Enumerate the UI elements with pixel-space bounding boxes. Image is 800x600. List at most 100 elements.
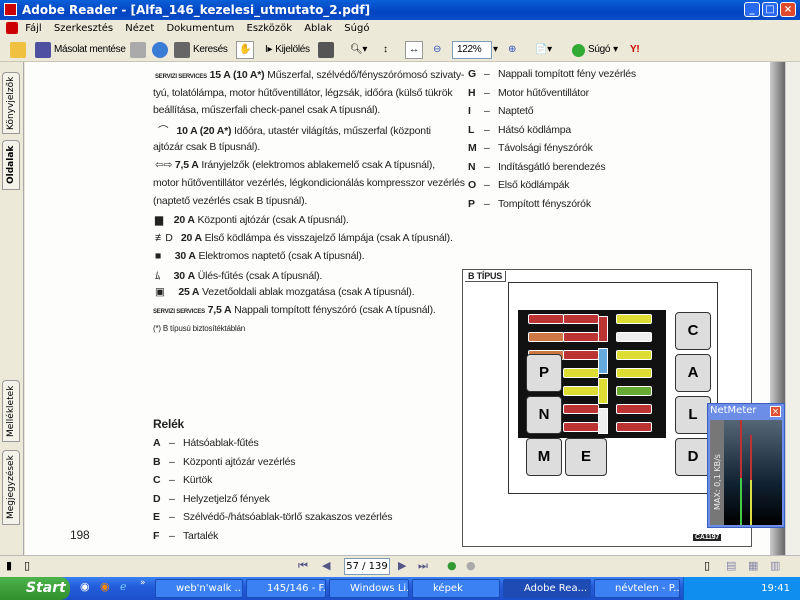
netmeter-close-icon[interactable]: ×	[770, 406, 781, 417]
quicklaunch-desktop-icon[interactable]: ◉	[80, 580, 90, 593]
help-label: Súgó	[588, 44, 611, 55]
netmeter-scale: MAX: 0,1 KB/s	[713, 454, 722, 510]
print-icon[interactable]	[130, 42, 146, 58]
relay-item: P–Tompított fényszórók	[468, 197, 591, 210]
zoom-dropdown-icon[interactable]: ▾	[493, 44, 498, 55]
fog-lamp-icon: ≢D	[155, 232, 173, 244]
close-button[interactable]: ×	[780, 2, 796, 17]
task-adobe-reader[interactable]: Adobe Rea...	[503, 579, 591, 598]
status-icon[interactable]: ▮	[6, 559, 13, 572]
page-layout-icon[interactable]: 📄▾	[535, 44, 552, 55]
search-button[interactable]: Keresés	[174, 41, 228, 59]
select-tool-button[interactable]: I▸Kijelölés	[265, 41, 310, 59]
open-folder-icon[interactable]	[10, 42, 26, 58]
vertical-scrollbar[interactable]	[785, 62, 800, 555]
zoom-out-icon[interactable]: ⊖	[433, 44, 442, 55]
task-webnwalk[interactable]: web'n'walk ...	[155, 579, 243, 598]
go-forward-icon[interactable]: ●	[466, 559, 476, 572]
yahoo-button[interactable]: Y!	[630, 41, 640, 59]
fit-width-button[interactable]: ↔	[405, 41, 423, 59]
continuous-facing-icon[interactable]: ▥	[770, 559, 781, 572]
minimize-button[interactable]: _	[744, 2, 760, 17]
relay-letter: L	[468, 123, 475, 136]
start-button[interactable]: Start	[0, 577, 70, 600]
menu-window[interactable]: Ablak	[304, 23, 333, 34]
first-page-icon[interactable]: ⏮	[298, 559, 308, 572]
page-number-input[interactable]: 57 / 139	[344, 558, 390, 575]
relay-desc: Tompított fényszórók	[498, 197, 591, 210]
help-button[interactable]: Súgó▾	[572, 41, 618, 59]
ie-icon[interactable]: ℯ	[120, 580, 127, 593]
fuse	[563, 422, 599, 432]
fuse-desc: Ülés-fűtés (csak A típusnál).	[197, 270, 323, 282]
email-icon[interactable]	[152, 42, 168, 58]
hand-tool-button[interactable]: ✋	[236, 41, 255, 59]
relay-desc: Kürtök	[183, 474, 213, 486]
tab-attachments[interactable]: Mellékletek	[2, 380, 20, 442]
save-copy-button[interactable]: Másolat mentése	[35, 41, 126, 59]
system-tray: 19:41	[683, 577, 800, 600]
task-paint[interactable]: névtelen - P...	[594, 579, 680, 598]
menu-help[interactable]: Súgó	[344, 23, 370, 34]
save-copy-label: Másolat mentése	[54, 44, 126, 55]
next-page-icon[interactable]: ▶	[398, 559, 407, 572]
tab-bookmarks[interactable]: Könyvjelzők	[2, 72, 20, 134]
last-page-icon[interactable]: ⏭	[418, 559, 428, 572]
fuse-amp: 25 A	[178, 286, 200, 298]
task-firefox[interactable]: 145/146 - F...	[246, 579, 326, 598]
netmeter-bar-in-current	[740, 478, 742, 525]
menu-file[interactable]: Fájl	[25, 23, 42, 34]
fuse	[616, 386, 652, 396]
snapshot-icon[interactable]	[318, 42, 334, 58]
menu-tools[interactable]: Eszközök	[246, 23, 293, 34]
diagram-code: CA1197	[693, 534, 722, 541]
relay-item: O–Első ködlámpák	[468, 179, 570, 191]
relay-desc: Központi ajtózár vezérlés	[183, 455, 296, 468]
fuse-desc: Elektromos naptető (csak A típusnál).	[198, 250, 365, 262]
menu-edit[interactable]: Szerkesztés	[53, 23, 114, 34]
fuse-amp: 15 A (10 A*)	[209, 69, 265, 81]
continuous-icon[interactable]: ▤	[726, 559, 737, 572]
tab-pages[interactable]: Oldalak	[2, 140, 20, 190]
relay-desc: Naptető	[498, 105, 534, 117]
task-windows-live[interactable]: Windows Li...	[329, 579, 409, 598]
menu-document[interactable]: Dokumentum	[166, 23, 235, 34]
tab-comments[interactable]: Megjegyzések	[2, 450, 20, 525]
document-area: SERVIZI SERVICES 15 A (10 A*) Műszerfal,…	[25, 62, 800, 555]
quicklaunch-more-icon[interactable]: »	[140, 578, 146, 588]
zoom-in-icon[interactable]: ⊕	[508, 44, 517, 55]
relay-letter: H	[468, 86, 476, 99]
fuse-desc: Nappali tompított fényszóró (csak A típu…	[234, 304, 436, 316]
fuse-row: SERVIZI SERVICES 15 A (10 A*) Műszerfal,…	[155, 69, 464, 81]
relay-box: L	[675, 396, 711, 434]
save-icon	[35, 42, 51, 58]
firefox-icon[interactable]: ◉	[100, 580, 110, 593]
single-page-icon[interactable]: ▯	[704, 559, 711, 572]
previous-page-icon[interactable]: ◀	[322, 559, 331, 572]
relay-box: C	[675, 312, 711, 350]
relays-heading: Relék	[153, 417, 185, 431]
relay-desc: Helyzetjelző fények	[183, 492, 270, 505]
fuse	[563, 314, 599, 324]
window-title: Adobe Reader - [Alfa_146_kezelesi_utmuta…	[22, 3, 371, 17]
facing-icon[interactable]: ▦	[748, 559, 759, 572]
taskbar: Start ◉ ◉ ℯ » web'n'walk ... 145/146 - F…	[0, 577, 800, 600]
menu-view[interactable]: Nézet	[125, 23, 155, 34]
fit-page-button[interactable]: ↕	[383, 41, 388, 59]
doc-icon[interactable]: ▯	[24, 559, 31, 572]
fuse-desc: Első ködlámpa és visszajelző lámpája (cs…	[204, 232, 453, 244]
netmeter-window[interactable]: NetMeter × MAX: 0,1 KB/s	[707, 403, 785, 528]
zoom-tool-button[interactable]: 🔍︎▾	[350, 41, 367, 59]
fuse-desc: Időóra, utastér világítás, műszerfal (kö…	[233, 125, 431, 137]
zoom-level-input[interactable]: 122%	[452, 41, 492, 59]
relay-item: A–Hátsóablak-fűtés	[153, 437, 259, 449]
task-kepek[interactable]: képek	[412, 579, 500, 598]
zoom-in-magnifier-icon: 🔍︎▾	[350, 44, 368, 55]
relay-desc: Hátsóablak-fűtés	[183, 437, 259, 449]
fuse-amp: 30 A	[173, 270, 196, 282]
relay-item: F–Tartalék	[153, 529, 219, 542]
maxi-fuse	[598, 348, 608, 374]
maximize-button[interactable]: □	[762, 2, 778, 17]
go-back-icon[interactable]: ●	[447, 559, 457, 572]
